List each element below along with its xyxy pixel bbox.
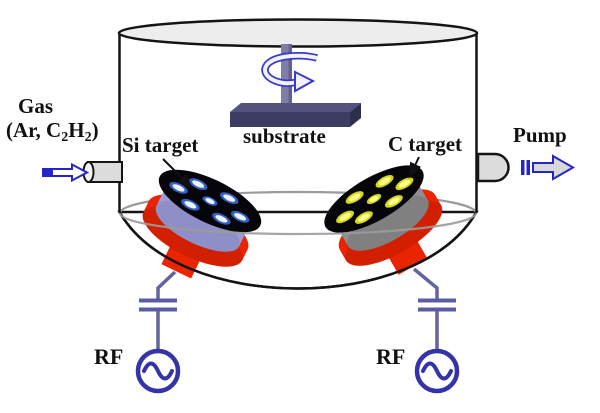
c-target-label: C target [388, 132, 462, 156]
capacitor-right [418, 298, 456, 312]
si-target-gun [142, 169, 262, 268]
sine-wave-icon [142, 361, 174, 381]
chamber-bowl-outline [118, 211, 478, 290]
sine-wave-icon [421, 361, 453, 381]
pump-label: Pump [513, 123, 567, 147]
si-target-erosion-spots [169, 178, 250, 225]
rf-label-right: RF [376, 344, 405, 369]
gas-formula-label: (Ar, C2H2) [6, 118, 99, 145]
c-target-pointer-arrow [408, 156, 421, 179]
pump-outlet-pipe [476, 152, 510, 183]
rf-label-left: RF [94, 344, 123, 369]
rf-circuit-right [412, 267, 460, 394]
capacitor-left [139, 298, 177, 312]
chamber-rim-front [118, 212, 478, 236]
si-target-label: Si target [122, 133, 198, 157]
rotation-arrow-icon [261, 52, 318, 93]
gas-flow-arrow-icon [42, 162, 90, 183]
substrate-label: substrate [243, 124, 326, 148]
substrate-rod [281, 44, 292, 107]
pump-flow-arrow-icon [521, 154, 576, 181]
substrate-holder [230, 103, 361, 127]
si-target-pointer-arrow [162, 158, 194, 190]
c-target-gun [324, 165, 443, 267]
chamber-rim-back [118, 190, 478, 214]
c-target-erosion-spots [336, 175, 414, 224]
rf-circuit-left [135, 270, 181, 394]
chamber-lid [117, 18, 479, 48]
gas-inlet-pipe [82, 161, 123, 183]
gas-label: Gas [18, 94, 53, 118]
